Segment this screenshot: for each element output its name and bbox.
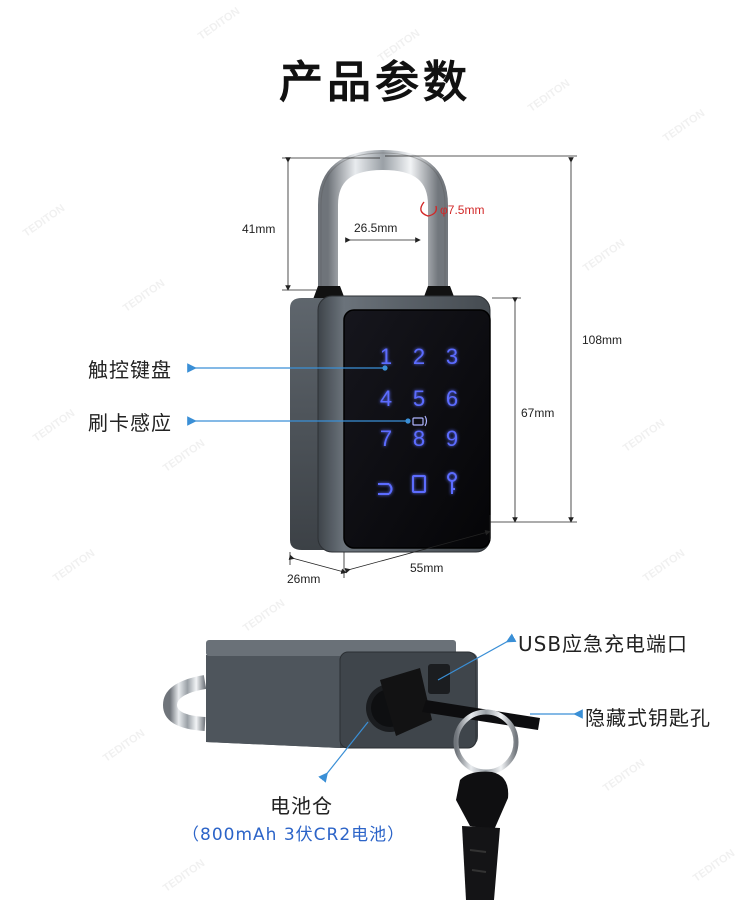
page-title: 产品参数	[279, 57, 471, 108]
callout-battery-spec: （800mAh 3伏CR2电池）	[182, 825, 406, 845]
callout-battery: 电池仓	[270, 794, 333, 818]
keypad-key-3: 3	[446, 344, 458, 369]
dimension-depth: 26mm	[287, 572, 321, 586]
callout-hidden-keyhole: 隐藏式钥匙孔	[585, 706, 711, 730]
callout-touch-keypad: 触控键盘	[88, 358, 172, 382]
keypad-key-6: 6	[446, 386, 458, 411]
padlock-bottom-view	[162, 640, 540, 900]
return-icon	[378, 483, 393, 495]
keypad-key-1: 1	[380, 344, 392, 369]
keypad-key-8: 8	[413, 426, 425, 451]
keypad-key-4: 4	[380, 386, 392, 411]
callout-card-sensing: 刷卡感应	[88, 411, 172, 435]
card-sensing-icon	[412, 415, 428, 427]
callout-usb-port: USB应急充电端口	[518, 632, 689, 656]
keypad-bottom-icons	[378, 472, 457, 495]
callout-arrows-bottom	[318, 633, 583, 783]
shackle-diameter-marker	[420, 201, 438, 217]
key-icon-stem	[451, 481, 455, 494]
keypad-key-5: 5	[413, 386, 425, 411]
dimension-total-height: 108mm	[582, 333, 623, 347]
dimension-width: 55mm	[410, 561, 444, 575]
dimension-lines	[282, 155, 577, 578]
keypad-key-9: 9	[446, 426, 458, 451]
dimension-shackle-diameter: φ7.5mm	[440, 203, 485, 217]
callout-arrows-top	[187, 363, 411, 426]
doorbell-icon	[412, 475, 426, 493]
dimension-body-height: 67mm	[521, 406, 555, 420]
dimension-shackle-width: 26.5mm	[354, 221, 398, 235]
lock-body	[290, 295, 491, 553]
keypad-key-2: 2	[413, 344, 425, 369]
keypad-key-7: 7	[380, 426, 392, 451]
dimension-shackle-height: 41mm	[242, 222, 276, 236]
